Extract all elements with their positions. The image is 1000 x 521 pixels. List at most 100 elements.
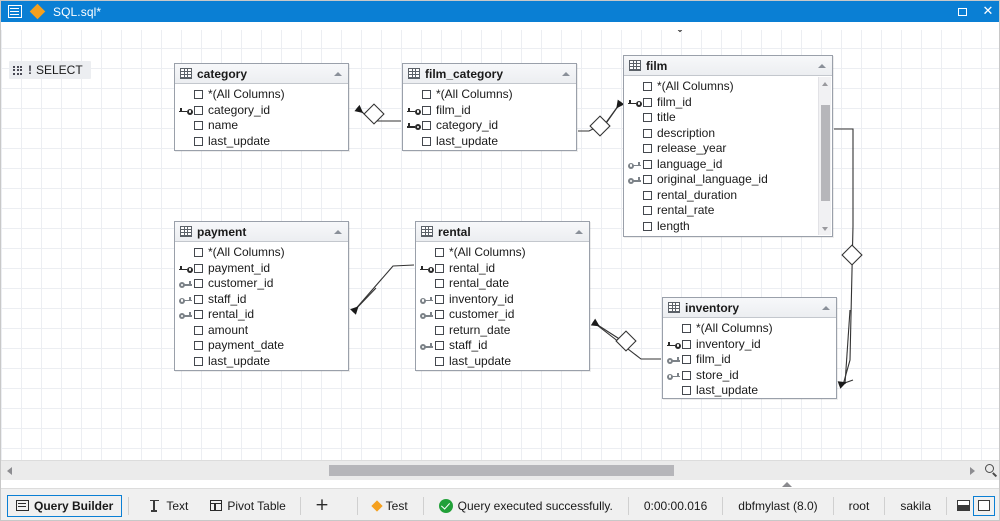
column-checkbox[interactable]	[682, 370, 691, 380]
scroll-left-icon[interactable]	[1, 461, 19, 481]
vscroll-thumb[interactable]	[821, 105, 830, 201]
column-row[interactable]: rental_rate	[624, 203, 832, 219]
scroll-right-icon[interactable]	[963, 461, 981, 481]
column-checkbox[interactable]	[194, 248, 203, 258]
table-header-inventory[interactable]: inventory	[663, 298, 836, 318]
column-checkbox[interactable]	[194, 294, 203, 304]
tab-text[interactable]: Text	[141, 495, 196, 517]
column-row[interactable]: last_update	[416, 354, 589, 370]
table-vertical-scrollbar[interactable]	[818, 77, 831, 235]
column-checkbox[interactable]	[435, 263, 444, 273]
column-row[interactable]: release_year	[624, 141, 832, 157]
column-row[interactable]: inventory_id	[416, 292, 589, 308]
close-button[interactable]: ✕	[975, 1, 999, 22]
collapse-chevron-icon[interactable]	[821, 302, 832, 313]
column-checkbox[interactable]	[643, 175, 652, 185]
column-row[interactable]: category_id	[403, 118, 576, 134]
table-header-rental[interactable]: rental	[416, 222, 589, 242]
test-button[interactable]: Test	[364, 499, 417, 513]
column-row[interactable]: title	[624, 110, 832, 126]
column-row[interactable]: inventory_id	[663, 337, 836, 353]
tab-query-builder[interactable]: Query Builder	[7, 494, 123, 517]
column-row[interactable]: payment_id	[175, 261, 348, 277]
collapse-chevron-icon[interactable]	[561, 68, 572, 79]
full-view-button[interactable]	[973, 495, 995, 516]
column-row[interactable]: name	[175, 118, 348, 134]
collapse-chevron-icon[interactable]	[333, 226, 344, 237]
column-row[interactable]: description	[624, 126, 832, 142]
column-checkbox[interactable]	[422, 105, 431, 115]
collapse-chevron-icon[interactable]	[574, 226, 585, 237]
column-row[interactable]: category_id	[175, 103, 348, 119]
add-tab-button[interactable]: +	[314, 495, 330, 515]
column-checkbox[interactable]	[435, 341, 444, 351]
magnifier-icon[interactable]	[981, 461, 999, 481]
column-checkbox[interactable]	[422, 121, 431, 131]
column-checkbox[interactable]	[435, 356, 444, 366]
column-row[interactable]: film_id	[624, 95, 832, 111]
scroll-up-icon[interactable]	[819, 77, 832, 89]
column-checkbox[interactable]	[194, 90, 203, 100]
column-checkbox[interactable]	[194, 279, 203, 289]
table-header-category[interactable]: category	[175, 64, 348, 84]
column-row[interactable]: last_update	[175, 134, 348, 150]
column-row[interactable]: last_update	[175, 354, 348, 370]
collapse-chevron-icon[interactable]	[817, 60, 828, 71]
column-row[interactable]: *(All Columns)	[663, 321, 836, 337]
column-checkbox[interactable]	[194, 356, 203, 366]
restore-button[interactable]	[949, 1, 975, 22]
column-row[interactable]: payment_date	[175, 338, 348, 354]
column-row[interactable]: rental_duration	[624, 188, 832, 204]
column-row[interactable]: *(All Columns)	[624, 79, 832, 95]
column-checkbox[interactable]	[194, 121, 203, 131]
column-checkbox[interactable]	[194, 310, 203, 320]
column-row[interactable]: staff_id	[175, 292, 348, 308]
table-header-film[interactable]: film	[624, 56, 832, 76]
column-checkbox[interactable]	[435, 294, 444, 304]
column-checkbox[interactable]	[194, 325, 203, 335]
table-header-film_category[interactable]: film_category	[403, 64, 576, 84]
column-row[interactable]: last_update	[663, 383, 836, 399]
column-row[interactable]: store_id	[663, 368, 836, 384]
panel-collapse-arrow-icon[interactable]	[782, 481, 794, 489]
collapse-chevron-icon[interactable]	[333, 68, 344, 79]
column-checkbox[interactable]	[643, 159, 652, 169]
schema-name[interactable]: sakila	[900, 498, 931, 513]
column-row[interactable]: staff_id	[416, 338, 589, 354]
column-checkbox[interactable]	[643, 206, 652, 216]
column-checkbox[interactable]	[682, 324, 691, 334]
column-row[interactable]: customer_id	[175, 276, 348, 292]
column-checkbox[interactable]	[194, 136, 203, 146]
column-checkbox[interactable]	[194, 105, 203, 115]
column-checkbox[interactable]	[643, 144, 652, 154]
column-checkbox[interactable]	[422, 90, 431, 100]
column-row[interactable]: film_id	[663, 352, 836, 368]
column-checkbox[interactable]	[435, 310, 444, 320]
select-statement-chip[interactable]: ! SELECT	[9, 61, 91, 79]
column-checkbox[interactable]	[643, 128, 652, 138]
column-row[interactable]: return_date	[416, 323, 589, 339]
column-checkbox[interactable]	[643, 113, 652, 123]
column-checkbox[interactable]	[435, 248, 444, 258]
column-row[interactable]: film_id	[403, 103, 576, 119]
column-checkbox[interactable]	[422, 136, 431, 146]
column-row[interactable]: amount	[175, 323, 348, 339]
column-row[interactable]: customer_id	[416, 307, 589, 323]
scroll-down-icon[interactable]	[819, 223, 832, 235]
column-checkbox[interactable]	[194, 263, 203, 273]
column-checkbox[interactable]	[643, 190, 652, 200]
column-checkbox[interactable]	[435, 279, 444, 289]
column-row[interactable]: rental_id	[175, 307, 348, 323]
diagram-canvas[interactable]: ! SELECT	[1, 30, 999, 460]
column-row[interactable]: *(All Columns)	[403, 87, 576, 103]
column-row[interactable]: language_id	[624, 157, 832, 173]
column-row[interactable]: *(All Columns)	[175, 245, 348, 261]
canvas-horizontal-scrollbar[interactable]	[1, 460, 999, 481]
column-row[interactable]: *(All Columns)	[416, 245, 589, 261]
column-row[interactable]: *(All Columns)	[175, 87, 348, 103]
